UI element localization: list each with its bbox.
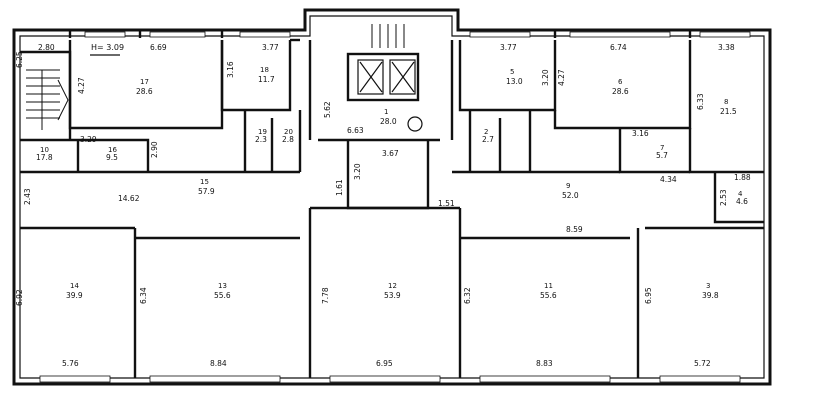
room-1-id: 1 [384,108,388,116]
dim-r6-depth: 4.27 [557,69,566,86]
dim-r16-w: 3.29 [80,135,97,144]
dim-r3-depth: 6.95 [644,287,653,304]
dim-top-5: 6.74 [610,43,627,52]
dim-small-room-h: 3.20 [353,163,362,180]
dim-top-6: 3.38 [718,43,735,52]
dim-hall-right: 1.51 [438,199,455,208]
room-10-area: 17.8 [36,153,53,162]
dim-r16-d: 2.90 [150,141,159,158]
room-19-id: 19 [258,128,267,136]
room-2-area: 2.7 [482,135,494,144]
room-4-area: 4.6 [736,197,748,206]
room-17-id: 17 [140,78,149,86]
dim-r7-w: 3.16 [632,129,649,138]
room-15-area: 57.9 [198,187,215,196]
dim-corridor-right-len: 8.59 [566,225,583,234]
dim-core-depth: 5.62 [323,101,332,118]
dim-bottom-2: 8.84 [210,359,227,368]
room-18-area: 11.7 [258,75,275,84]
dim-top-3: 3.77 [262,43,279,52]
room-11-id: 11 [544,282,553,290]
room-14-area: 39.9 [66,291,83,300]
dim-bottom-3: 6.95 [376,359,393,368]
dim-bottom-4: 8.83 [536,359,553,368]
room-5-id: 5 [510,68,514,76]
room-11-area: 55.6 [540,291,557,300]
dim-r4-h: 2.53 [719,189,728,206]
dim-r11-depth: 6.32 [463,287,472,304]
room-5-area: 13.0 [506,77,523,86]
room-6-id: 6 [618,78,623,86]
dim-r8-depth: 6.33 [696,93,705,110]
interior-walls [20,24,764,378]
dim-top-2: 6.69 [150,43,167,52]
room-3-area: 39.8 [702,291,719,300]
dim-small-room-w: 3.67 [382,149,399,158]
dim-hall-left: 1.61 [335,179,344,196]
dim-top-1: 2.80 [38,43,55,52]
dim-r10-depth: 2.43 [23,188,32,205]
room-9-id: 9 [566,182,570,190]
room-7-area: 5.7 [656,151,668,160]
dim-bottom-5: 5.72 [694,359,711,368]
height-note: H= 3.09 [91,43,124,52]
room-8-id: 8 [724,98,728,106]
room-10-id: 10 [40,146,49,154]
room-12-area: 53.9 [384,291,401,300]
room-3-id: 3 [706,282,710,290]
dim-bottom-1: 5.76 [62,359,79,368]
dim-r18-depth: 3.16 [226,61,235,78]
room-13-area: 55.6 [214,291,231,300]
dim-left-stair: 6.25 [15,51,24,68]
dim-lobby-w: 6.63 [347,126,364,135]
room-2-id: 2 [484,128,488,136]
dim-corridor-left: 14.62 [118,194,140,203]
dimension-labels: 2.80 6.69 3.77 3.77 6.74 3.38 H= 3.09 6.… [15,43,751,368]
dim-top-4: 3.77 [500,43,517,52]
room-17-area: 28.6 [136,87,153,96]
dim-r4-w: 1.88 [734,173,751,182]
room-20-id: 20 [284,128,293,136]
room-9-area: 52.0 [562,191,579,200]
room-6-area: 28.6 [612,87,629,96]
room-16-id: 16 [108,146,117,154]
room-13-id: 13 [218,282,227,290]
room-19-area: 2.3 [255,135,267,144]
room-8-area: 21.5 [720,107,737,116]
room-4-id: 4 [738,190,743,198]
room-16-area: 9.5 [106,153,118,162]
room-labels: 17 28.6 18 11.7 16 9.5 10 17.8 19 2.3 20… [36,66,748,300]
room-12-id: 12 [388,282,397,290]
outer-walls [12,8,772,386]
dim-r13-depth: 6.34 [139,287,148,304]
dim-corridor-right-w: 4.34 [660,175,677,184]
dim-r12-depth: 7.78 [321,287,330,304]
room-15-id: 15 [200,178,209,186]
room-20-area: 2.8 [282,135,294,144]
room-14-id: 14 [70,282,79,290]
dim-r5-depth: 3.20 [541,69,550,86]
room-7-id: 7 [660,144,664,152]
dim-r17-depth: 4.27 [77,77,86,94]
room-18-id: 18 [260,66,269,74]
dim-r14-depth: 6.92 [15,289,24,306]
room-1-area: 28.0 [380,117,397,126]
